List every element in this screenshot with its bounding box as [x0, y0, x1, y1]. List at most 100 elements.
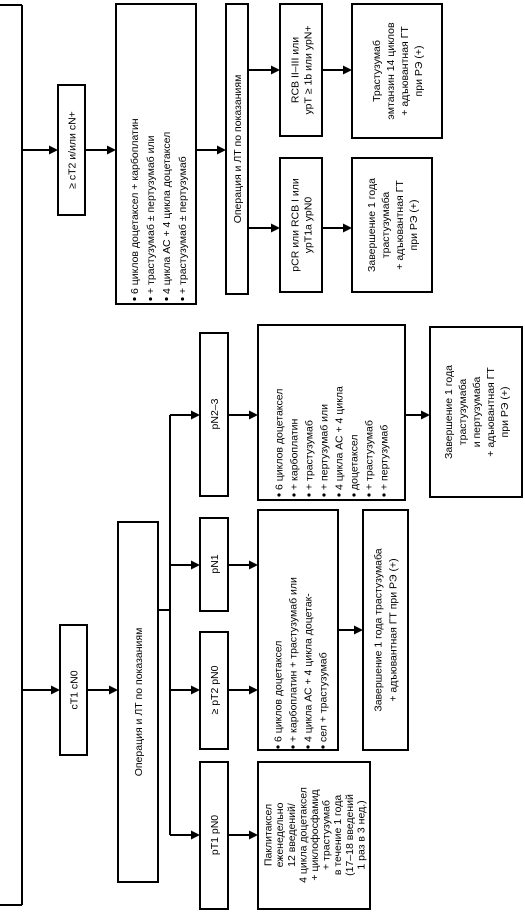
pn1-label: pN1 — [209, 554, 221, 573]
pt1-label-line: pT1 pN0 — [209, 815, 221, 855]
arrow-pn23-result — [421, 410, 430, 420]
pn1-label-line: pN1 — [209, 554, 221, 573]
pt1-therapy-text-line: + циклофосфамид — [309, 789, 321, 880]
pcr-result-box — [351, 157, 433, 293]
arrow-pcr-result — [343, 223, 352, 233]
ct2-box — [57, 84, 86, 216]
mid-result-text-line: + адъювантная ГТ при РЭ (+) — [388, 558, 400, 701]
neo-therapy-text-line: 6 циклов доцетаксел + карбоплатин — [129, 118, 141, 294]
pn23-therapy-text-line: + пертузумаб — [379, 425, 391, 490]
arrow-pn1 — [191, 560, 200, 570]
bullet-dot — [382, 493, 386, 497]
mid-therapy-text-line: 6 циклов доцетаксел — [273, 641, 285, 742]
arrow-pt1 — [191, 830, 200, 840]
mid-result-text: Завершение 1 года трастузумаба+ адъювант… — [373, 548, 400, 711]
rcb23-result-text-line: + адъювантная ГТ — [399, 26, 411, 116]
pcr-label-line: урТ1а урN0 — [303, 197, 315, 254]
arrow-pn23-therapy — [249, 410, 258, 420]
mid-result-box — [362, 509, 409, 751]
rcb23-label-line: урТ ≥ 1b или урN+ — [303, 25, 315, 114]
bullet-dot — [276, 745, 280, 749]
pn23-therapy-text: 6 циклов доцетаксел+ карбоплатин+ трасту… — [274, 386, 391, 497]
pt1-therapy-box — [257, 761, 371, 910]
pn23-therapy-text-line: доцетаксел — [349, 435, 361, 490]
pn23-result-text-line: трастузумаба — [457, 379, 469, 446]
arrow-rcb23-result — [343, 65, 352, 75]
pt2-label-line: ≥ pT2 pN0 — [209, 665, 221, 714]
pt1-therapy-text-line: 4 цикла доцетаксел — [297, 787, 309, 883]
bullet-dot — [277, 493, 281, 497]
arrow-surgery-bottom — [109, 685, 118, 695]
pn23-therapy-text-line: 4 цикла АС + 4 цикла — [334, 386, 346, 490]
neo-therapy-box — [115, 3, 197, 305]
bullet-dot — [367, 493, 371, 497]
mid-therapy-text-line: сел + трастузумаб — [318, 652, 330, 742]
bullet-dot — [180, 297, 185, 301]
pcr-result-text-line: Завершение 1 года — [366, 178, 378, 272]
rcb23-label-line: RCB II–III или — [290, 37, 302, 103]
pcr-result-text-line: трастузумаба — [380, 192, 392, 259]
pt1-therapy-text-line: еженедельно — [274, 802, 286, 867]
surgery-bottom-label: Операция и ЛТ по показаниям — [133, 628, 145, 777]
ct1-label: cT1 cN0 — [69, 670, 81, 709]
flowchart-boxes — [57, 3, 523, 910]
surgery-top-box — [225, 3, 249, 295]
bullet-dot — [148, 297, 153, 301]
mid-therapy-text-line: + карбоплатин + трастузумаб или — [288, 577, 300, 742]
bullet-dot — [322, 493, 326, 497]
rcb23-box — [279, 3, 323, 137]
neo-therapy-text: 6 циклов доцетаксел + карбоплатин + траст… — [129, 118, 189, 301]
rcb23-result-box — [351, 3, 443, 139]
pn23-result-text-line: + адъювантная ГТ — [485, 367, 497, 457]
ct1-label-line: cT1 cN0 — [69, 670, 81, 709]
arrow-rcb23 — [271, 65, 280, 75]
surgery-bottom-label-line: Операция и ЛТ по показаниям — [133, 628, 145, 777]
ct2-label: ≥ cT2 и/или cN+ — [67, 111, 79, 189]
arrow-pn1-therapy — [249, 560, 258, 570]
pcr-result-text-line: + адъювантная ГТ — [394, 180, 406, 270]
pt1-therapy-text-line: в течение 1 года — [332, 795, 344, 875]
arrow-pt1-therapy — [249, 830, 258, 840]
rcb23-result-text-line: эмтанзин 14 циклов — [385, 22, 397, 120]
pt1-therapy-text-line: 1 раз в 3 нед.) — [355, 800, 367, 869]
bullet-dot — [321, 745, 325, 749]
mid-therapy-text: 6 циклов доцетаксел+ карбоплатин + траст… — [273, 577, 330, 749]
pt1-therapy-text-line: Паклитаксел — [263, 804, 275, 866]
bullet-dot — [291, 745, 295, 749]
bullet-dot — [306, 745, 310, 749]
pt1-box — [199, 761, 229, 910]
arrow-surgery-top — [217, 145, 226, 155]
arrow-pcr — [271, 223, 280, 233]
bullet-dot — [132, 297, 137, 301]
pn23-therapy-text-line: 6 циклов доцетаксел — [274, 389, 286, 490]
pn1-box — [199, 517, 229, 612]
pn23-result-box — [429, 326, 523, 498]
pt1-label: pT1 pN0 — [209, 815, 221, 855]
pt1-therapy-text-line: 12 введений/ — [286, 803, 298, 867]
pn23-label: pN2–3 — [209, 398, 221, 429]
pt2-box — [199, 631, 229, 750]
mid-therapy-text-line: 4 цикла АС + 4 цикла доцетак- — [303, 593, 315, 742]
bullet-dot — [307, 493, 311, 497]
pcr-result-text-line: при РЭ (+) — [408, 200, 420, 251]
pn23-result-text-line: при РЭ (+) — [499, 387, 511, 438]
pt1-therapy-text-line: (17–18 введений — [344, 794, 356, 876]
arrow-mid-result — [354, 625, 363, 635]
neo-therapy-text-line: + трастузумаб ± пертузумаб или — [145, 135, 157, 294]
ct1-box — [59, 624, 88, 756]
surgery-top-label: Операция и ЛТ по показаниям — [232, 75, 244, 224]
arrow-neo — [107, 145, 116, 155]
pcr-label-line: pCR или RCB I или — [290, 178, 302, 272]
arrow-ct1 — [51, 685, 60, 695]
rcb23-result-text-line: Трастузумаб — [371, 40, 383, 102]
mid-therapy-box — [257, 509, 339, 751]
pn23-therapy-text-line: + трастузумаб — [364, 420, 376, 490]
arrow-pt2 — [191, 685, 200, 695]
pn23-therapy-text-line: + пертузумаб или — [319, 404, 331, 490]
